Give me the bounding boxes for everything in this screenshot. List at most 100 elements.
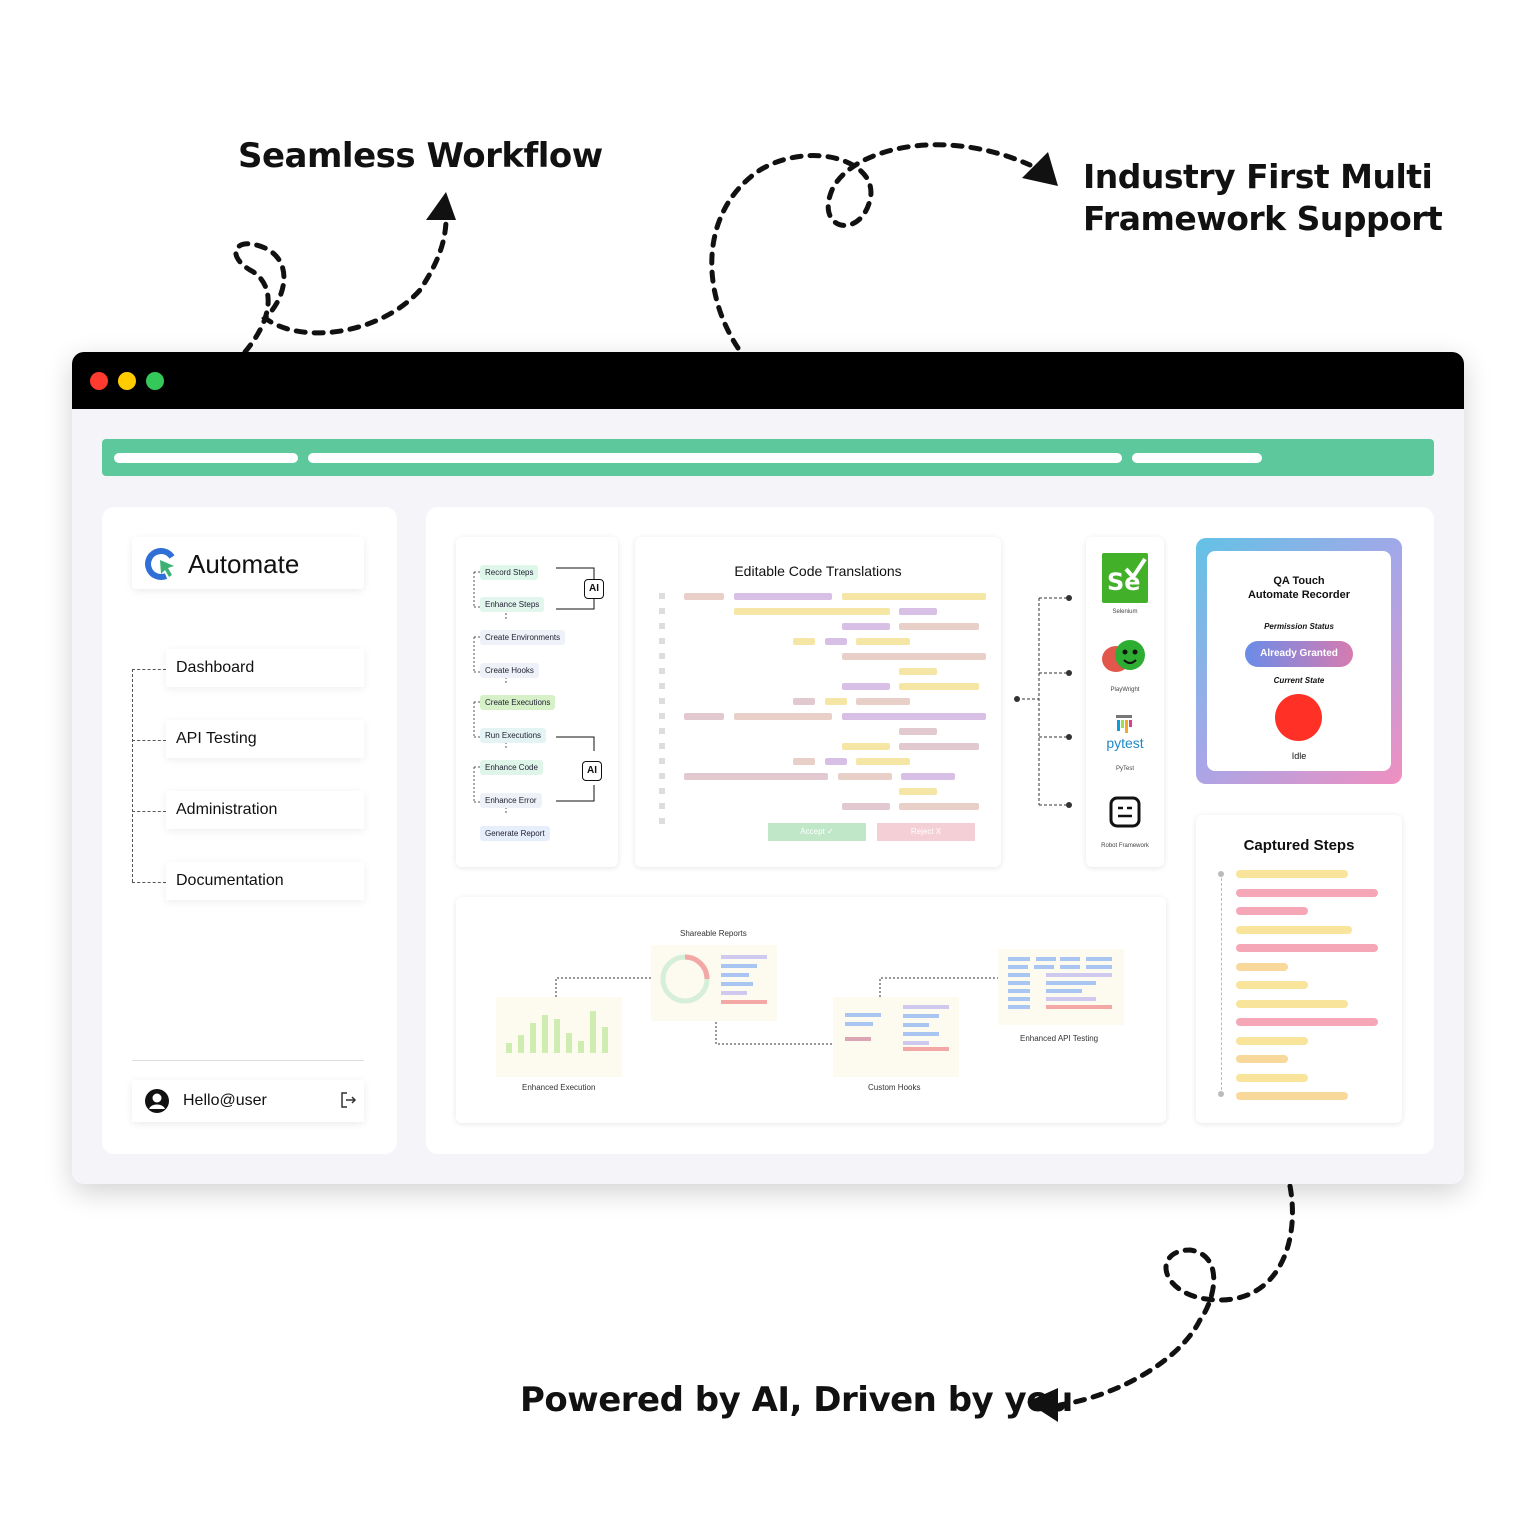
custom-hooks-thumbnail[interactable] [833,997,959,1077]
enhanced-api-thumbnail[interactable] [998,949,1124,1025]
brand-card[interactable]: Automate [132,537,364,589]
line-gutter [659,773,665,779]
code-token [899,623,979,630]
line-gutter [659,818,665,824]
workflow-connectors [473,567,595,814]
line-gutter [659,623,665,629]
line-gutter [659,668,665,674]
sidebar-divider [132,1060,364,1061]
workflow-step[interactable]: Enhance Error [480,793,542,808]
robot-framework-logo-icon[interactable] [1108,795,1142,829]
code-token [684,713,724,720]
code-token [825,758,847,765]
code-token [842,743,890,750]
recorder-title-line-2: Automate Recorder [1247,589,1351,601]
shareable-reports-graphic [660,954,767,1004]
window-maximize-button[interactable] [146,372,164,390]
code-token [856,698,910,705]
captured-step[interactable] [1236,925,1352,934]
pytest-logo-icon [1116,715,1132,733]
address-bar[interactable] [102,439,1434,476]
line-gutter [659,803,665,809]
report-label: Custom Hooks [868,1083,921,1092]
workflow-step[interactable]: Create Executions [480,695,556,710]
user-avatar-icon [145,1089,169,1113]
enhanced-execution-thumbnail[interactable] [496,997,622,1077]
nav-item-api-testing[interactable]: API Testing [166,720,364,758]
window-close-button[interactable] [90,372,108,390]
nav-tree-line [132,669,133,882]
reports-card: Shareable Reports [456,897,1166,1123]
code-token [793,758,815,765]
captured-step[interactable] [1236,907,1308,915]
window-titlebar [72,352,1464,409]
captured-step[interactable] [1236,888,1378,897]
logout-icon[interactable] [338,1090,358,1110]
workflow-step[interactable]: Create Environments [480,630,566,645]
code-token [825,698,847,705]
workflow-step[interactable]: Run Executions [480,728,547,743]
current-state-label: Current State [1273,676,1325,685]
workflow-step[interactable]: Generate Report [480,826,550,841]
code-token [842,713,986,720]
framework-label: PyTest [1115,766,1134,772]
nav-item-dashboard[interactable]: Dashboard [166,649,364,687]
headline-seamless-workflow: Seamless Workflow [238,136,603,176]
workflow-step[interactable]: Record Steps [480,565,539,580]
selenium-logo-icon[interactable]: Se [1102,553,1148,603]
captured-step[interactable] [1236,962,1288,971]
code-token [825,638,847,645]
captured-step[interactable] [1236,870,1348,878]
captured-step[interactable] [1236,1092,1348,1100]
nav-item-administration[interactable]: Administration [166,791,364,829]
report-label: Enhanced Execution [522,1083,596,1092]
captured-step[interactable] [1236,944,1378,952]
workflow-step[interactable]: Enhance Steps [480,597,545,612]
pytest-logo-text[interactable]: pytest [1106,735,1144,751]
code-token [793,698,815,705]
main-panel: AI AI Record Steps Enhance Steps Create … [426,507,1434,1154]
arrow-path-powered [1057,1183,1295,1408]
code-token [734,713,832,720]
code-token [901,773,955,780]
nav-item-documentation[interactable]: Documentation [166,862,364,900]
recorder-title: QA Touch Automate Recorder [1207,574,1391,602]
playwright-logo-icon[interactable] [1100,637,1150,677]
captured-step[interactable] [1236,1036,1308,1045]
window-minimize-button[interactable] [118,372,136,390]
code-token [899,668,937,675]
shareable-reports-thumbnail[interactable] [651,945,777,1021]
code-token [842,593,986,600]
code-token [734,593,832,600]
timeline-dot [1218,871,1224,877]
reject-button[interactable]: Reject X [877,823,975,841]
nav-branch [132,882,166,883]
captured-step[interactable] [1236,1018,1378,1026]
nav-branch [132,740,166,741]
headline-multi-framework: Industry First Multi Framework Support [1083,156,1443,240]
line-gutter [659,608,665,614]
headline-line-2: Framework Support [1083,199,1443,238]
permission-granted-button[interactable]: Already Granted [1245,641,1353,667]
captured-step[interactable] [1236,1073,1308,1082]
record-button[interactable] [1275,694,1322,741]
recorder-title-line-1: QA Touch [1273,575,1325,587]
captured-step[interactable] [1236,1055,1288,1063]
framework-label: Robot Framework [1101,843,1149,849]
permission-status-label: Permission Status [1264,622,1334,631]
address-segment [1132,453,1262,463]
steps-timeline [1221,873,1222,1095]
line-gutter [659,743,665,749]
workflow-step[interactable]: Create Hooks [480,663,539,678]
captured-step[interactable] [1236,981,1308,989]
accept-button[interactable]: Accept ✓ [768,823,866,841]
code-token [842,653,986,660]
line-gutter [659,683,665,689]
code-token [856,758,910,765]
captured-step[interactable] [1236,999,1348,1008]
frameworks-card: Se Selenium PlayWright pytest PyTest [1086,537,1164,867]
nav-branch [132,669,166,670]
user-card[interactable]: Hello@user [132,1080,364,1122]
framework-label: Selenium [1112,609,1138,615]
workflow-step[interactable]: Enhance Code [480,760,543,775]
